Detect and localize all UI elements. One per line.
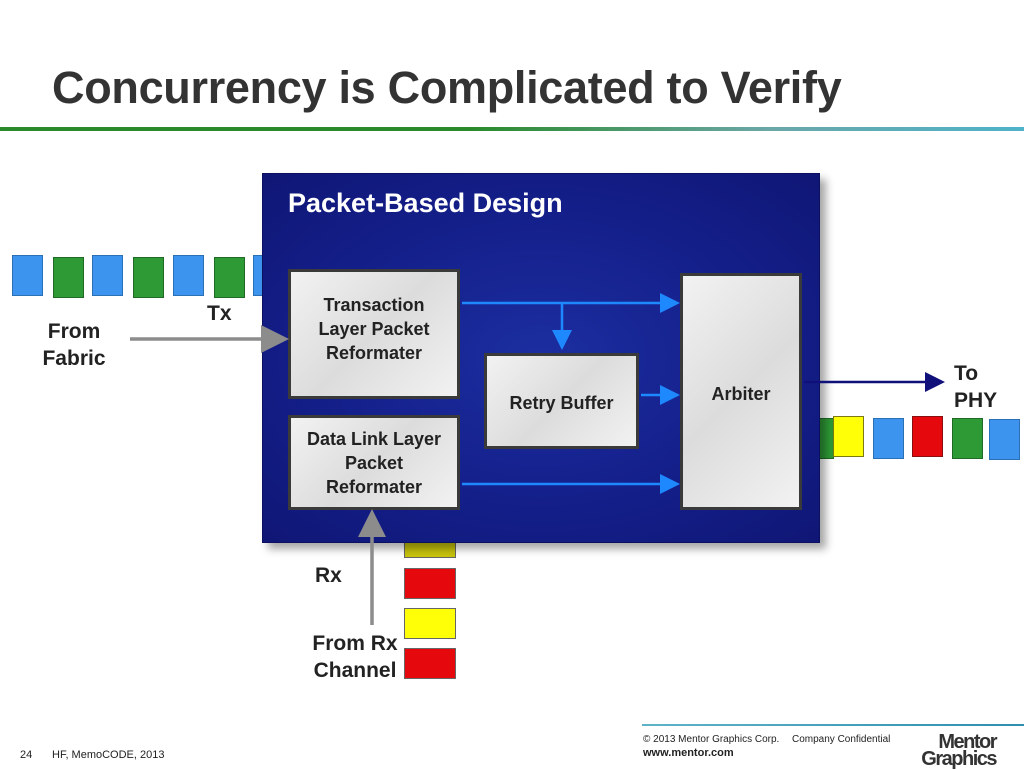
packet-yellow — [833, 416, 864, 457]
packet-blue — [12, 255, 43, 296]
transaction-layer-label: Transaction Layer Packet Reformater — [318, 295, 430, 363]
copyright: © 2013 Mentor Graphics Corp. — [643, 734, 780, 745]
packet-red — [404, 568, 456, 599]
event-label: HF, MemoCODE, 2013 — [52, 749, 165, 761]
packet-blue — [173, 255, 204, 296]
retry-buffer-label: Retry Buffer — [509, 393, 614, 413]
data-link-layer-label: Data Link Layer Packet Reformater — [306, 428, 442, 497]
packet-green — [53, 257, 84, 298]
rx-label: Rx — [315, 564, 342, 587]
to-phy-label: To PHY — [954, 362, 998, 412]
packet-green — [214, 257, 245, 298]
title-divider — [0, 127, 1024, 131]
packet-red — [404, 648, 456, 679]
packet-green — [952, 418, 983, 459]
data-link-layer-box: Data Link Layer Packet Reformater — [288, 415, 460, 510]
page-number: 24 — [20, 749, 33, 761]
tx-label: Tx — [207, 302, 232, 325]
confidential-label: Company Confidential — [792, 734, 891, 745]
from-fabric-label: From Fabric — [42, 320, 106, 370]
website-link[interactable]: www.mentor.com — [643, 747, 734, 759]
transaction-layer-box: Transaction Layer Packet Reformater — [288, 269, 460, 399]
packet-blue — [873, 418, 904, 459]
retry-buffer-box: Retry Buffer — [484, 353, 639, 449]
arbiter-label: Arbiter — [711, 384, 771, 404]
packet-red — [912, 416, 943, 457]
footer-divider — [642, 724, 1024, 726]
packet-yellow — [404, 608, 456, 639]
packet-blue — [989, 419, 1020, 460]
packet-green — [133, 257, 164, 298]
slide-title: Concurrency is Complicated to Verify — [52, 62, 842, 113]
from-rx-channel-label: From Rx Channel — [312, 632, 398, 682]
arbiter-box: Arbiter — [680, 273, 802, 510]
packet-blue — [92, 255, 123, 296]
design-title: Packet-Based Design — [288, 188, 563, 218]
